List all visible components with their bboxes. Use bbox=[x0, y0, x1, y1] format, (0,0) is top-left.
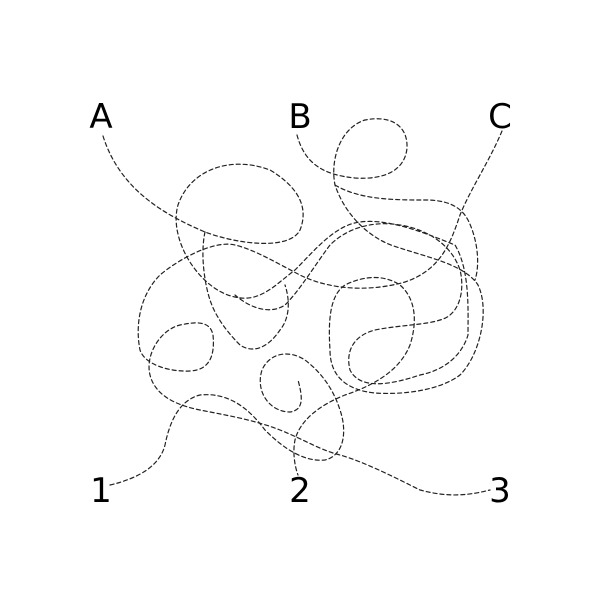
tangle-loop bbox=[202, 231, 289, 350]
start-label-a: A bbox=[89, 97, 113, 137]
tangle-loop bbox=[334, 184, 479, 281]
path-from-c bbox=[137, 130, 503, 496]
end-label-2: 2 bbox=[289, 471, 311, 511]
start-label-c: C bbox=[488, 97, 512, 137]
path-to-1 bbox=[109, 353, 345, 486]
path-from-a bbox=[102, 135, 469, 385]
path-from-b bbox=[293, 118, 484, 476]
end-label-1: 1 bbox=[90, 471, 112, 511]
end-label-3: 3 bbox=[489, 471, 511, 511]
start-label-b: B bbox=[288, 97, 312, 137]
